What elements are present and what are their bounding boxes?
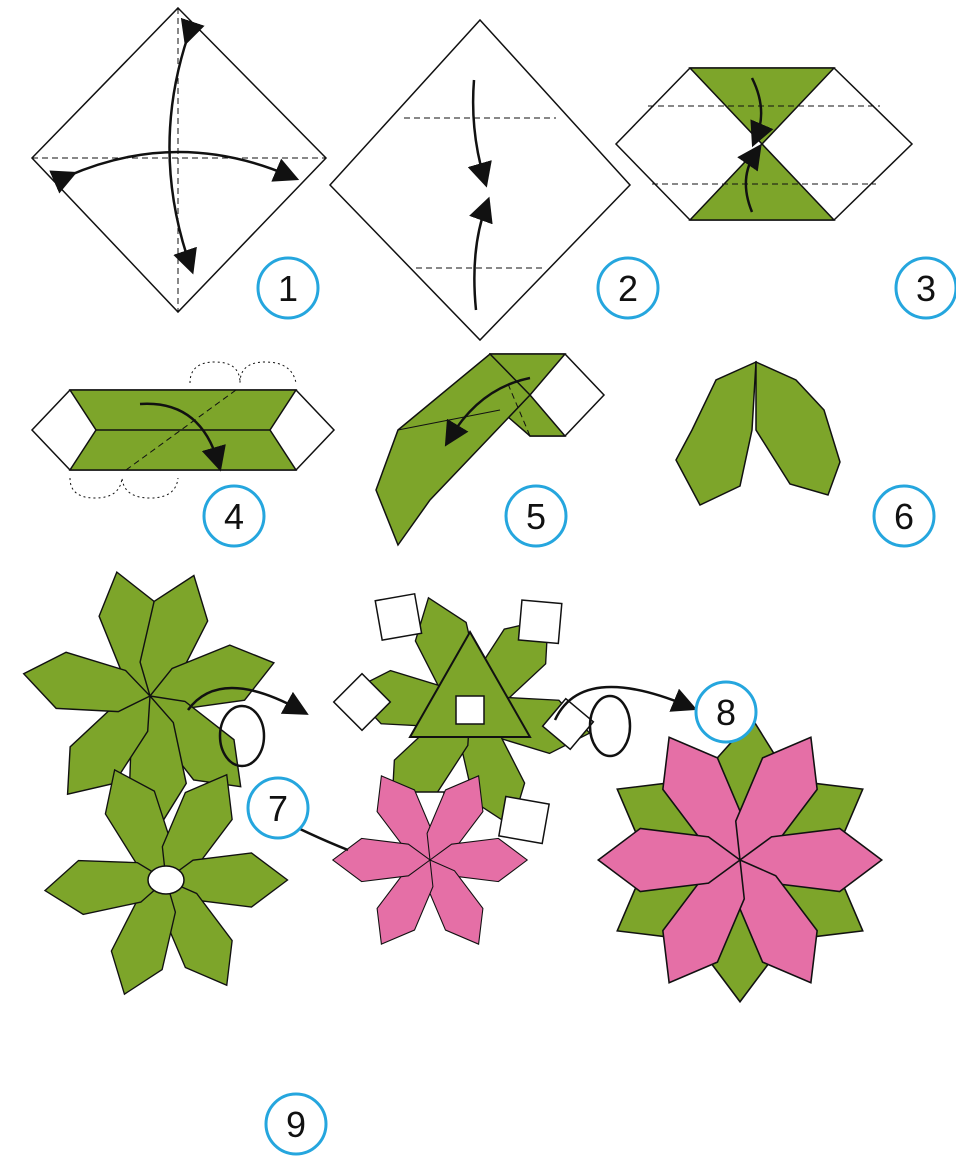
step-4-strip	[32, 362, 334, 498]
step-3-hexagon	[616, 68, 912, 220]
step-badge-3: 3	[896, 258, 956, 318]
step-number-1: 1	[278, 268, 298, 309]
step-6-petal-pair	[676, 362, 840, 505]
step-number-3: 3	[916, 268, 936, 309]
step-badge-4: 4	[204, 486, 264, 546]
step-badge-1: 1	[258, 258, 318, 318]
step-badge-6: 6	[874, 486, 934, 546]
step-number-8: 8	[716, 692, 736, 733]
step-badge-2: 2	[598, 258, 658, 318]
step-number-9: 9	[286, 1104, 306, 1145]
step-badge-8: 8	[696, 682, 756, 742]
step-badge-5: 5	[506, 486, 566, 546]
finished-flower	[598, 716, 882, 1002]
step-number-6: 6	[894, 496, 914, 537]
step-badge-9: 9	[266, 1094, 326, 1154]
step-5-folded	[376, 354, 604, 545]
step-number-4: 4	[224, 496, 244, 537]
step-2-square	[330, 20, 630, 340]
step-number-2: 2	[618, 268, 638, 309]
step-number-7: 7	[268, 788, 288, 829]
step-badge-7: 7	[248, 778, 308, 838]
step-number-5: 5	[526, 496, 546, 537]
